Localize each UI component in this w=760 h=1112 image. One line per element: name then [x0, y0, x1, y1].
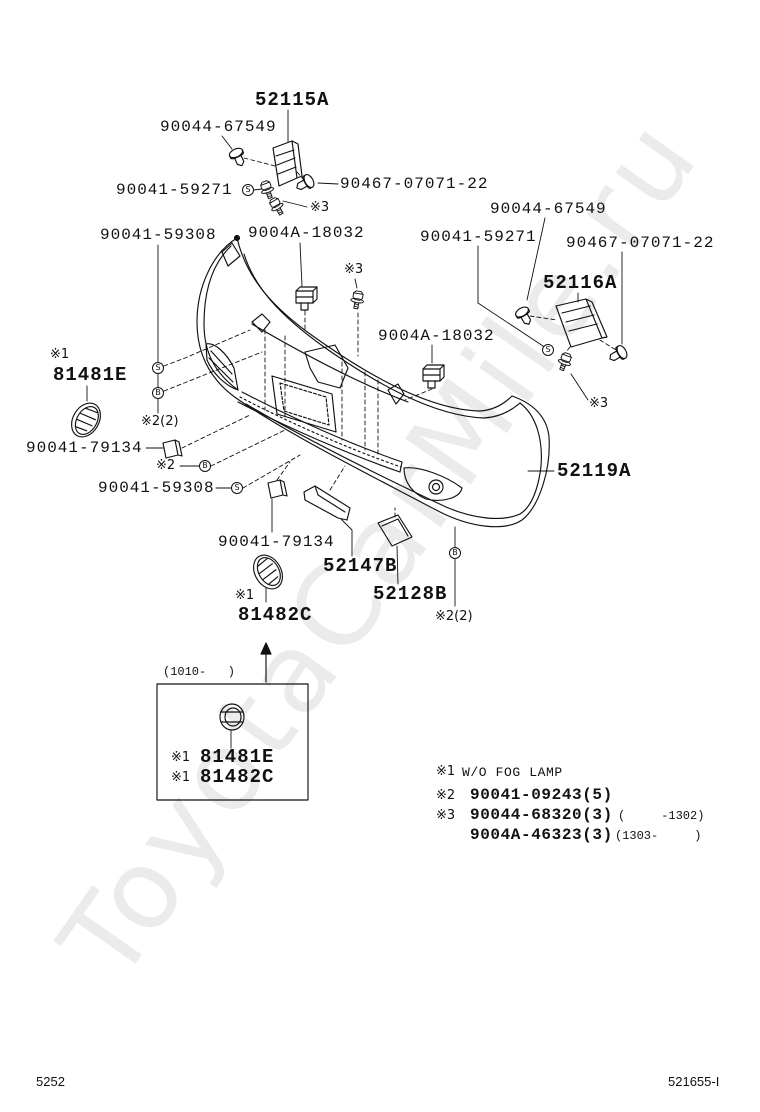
legend-note3-part2: 9004A-46323(3): [470, 826, 613, 844]
legend-note3-mark: ※3: [436, 808, 456, 823]
marker-s-left: S: [152, 362, 164, 374]
legend-note1-text: W/O FOG LAMP: [462, 765, 563, 780]
bracket-52147b-drawing: [303, 485, 351, 521]
part-label-top-screw: 90041-59271: [116, 181, 233, 199]
note-label-lower-cover: ※1: [235, 588, 255, 603]
inset-box: [156, 683, 309, 801]
part-label-top-clip: 90044-67549: [160, 118, 277, 136]
marker-s-lower: S: [231, 482, 243, 494]
cover-52128b-drawing: [377, 514, 413, 547]
note-label-lower-bolt: ※2: [156, 458, 176, 473]
marker-s-top: S: [242, 184, 254, 196]
note-label-right: ※3: [589, 396, 609, 411]
legend-note3-range1: ( -1302): [618, 809, 705, 823]
bumper-cover-drawing: [196, 234, 550, 528]
inset-row1-mark: ※1: [171, 750, 191, 765]
part-label-top-retainer: 52115A: [255, 89, 330, 111]
part-label-bumper-cover: 52119A: [557, 460, 632, 482]
center-note3-bolt-drawing: [349, 289, 366, 311]
part-label-center-clip: 9004A-18032: [248, 224, 365, 242]
left-clip-drawing: [162, 439, 183, 459]
left-cover-drawing: [65, 397, 107, 443]
center-clip-drawing: [295, 286, 318, 311]
inset-row1-part: 81481E: [200, 746, 275, 768]
assembly-dashed-lines: [163, 157, 617, 518]
retainer-52116a-drawing: [555, 298, 608, 348]
note-label-left-bolt: ※2(2): [141, 414, 179, 429]
retainer-52115a-drawing: [272, 140, 303, 187]
legend-note1-mark: ※1: [436, 764, 456, 779]
part-label-lower-bracket: 52147B: [323, 555, 398, 577]
marker-b-lower: B: [199, 460, 211, 472]
part-label-right-clip: 90044-67549: [490, 200, 607, 218]
inset-row2-mark: ※1: [171, 770, 191, 785]
legend-note3-range2: (1303- ): [615, 829, 702, 843]
top-note3-bolt-drawing: [266, 195, 288, 218]
marker-s-right: S: [542, 344, 554, 356]
inset-ring-drawing: [219, 703, 245, 731]
top-screw-drawing: [257, 178, 277, 201]
note-label-left-cover: ※1: [50, 347, 70, 362]
footer-page-number: 5252: [36, 1074, 65, 1089]
inset-date-range: (1010- ): [163, 665, 236, 679]
part-label-left-clip: 90041-79134: [26, 439, 143, 457]
legend-note3-part1: 90044-68320(3): [470, 806, 613, 824]
part-label-right-retainer: 52116A: [543, 272, 618, 294]
part-label-left-screw: 90041-59308: [100, 226, 217, 244]
part-label-top-right-clip: 90467-07071-22: [340, 175, 489, 193]
note-label-center: ※3: [344, 262, 364, 277]
marker-b-right: B: [449, 547, 461, 559]
part-label-lower-clip: 90041-79134: [218, 533, 335, 551]
leader-lines: [86, 109, 623, 749]
inset-row2-part: 81482C: [200, 766, 275, 788]
part-label-lower-right-cover: 52128B: [373, 583, 448, 605]
lower-clip-drawing: [267, 479, 288, 499]
note-label-right-bolt: ※2(2): [435, 609, 473, 624]
note-label-top: ※3: [310, 200, 330, 215]
right-far-clip-drawing: [605, 343, 630, 366]
part-label-lower-cover: 81482C: [238, 604, 313, 626]
right-note3-bolt-drawing: [555, 350, 575, 373]
part-label-left-cover: 81481E: [53, 364, 128, 386]
top-clip-drawing: [227, 145, 249, 170]
part-label-center-right-clip: 9004A-18032: [378, 327, 495, 345]
part-label-lower-screw: 90041-59308: [98, 479, 215, 497]
part-label-right-screw: 90041-59271: [420, 228, 537, 246]
legend-note2-text: 90041-09243(5): [470, 786, 613, 804]
marker-b-left: B: [152, 387, 164, 399]
inset-arrow-head: [260, 642, 272, 655]
part-label-right-far-clip: 90467-07071-22: [566, 234, 715, 252]
legend-note2-mark: ※2: [436, 788, 456, 803]
center-right-clip-drawing: [422, 364, 445, 389]
footer-diagram-code: 521655-I: [668, 1074, 720, 1089]
